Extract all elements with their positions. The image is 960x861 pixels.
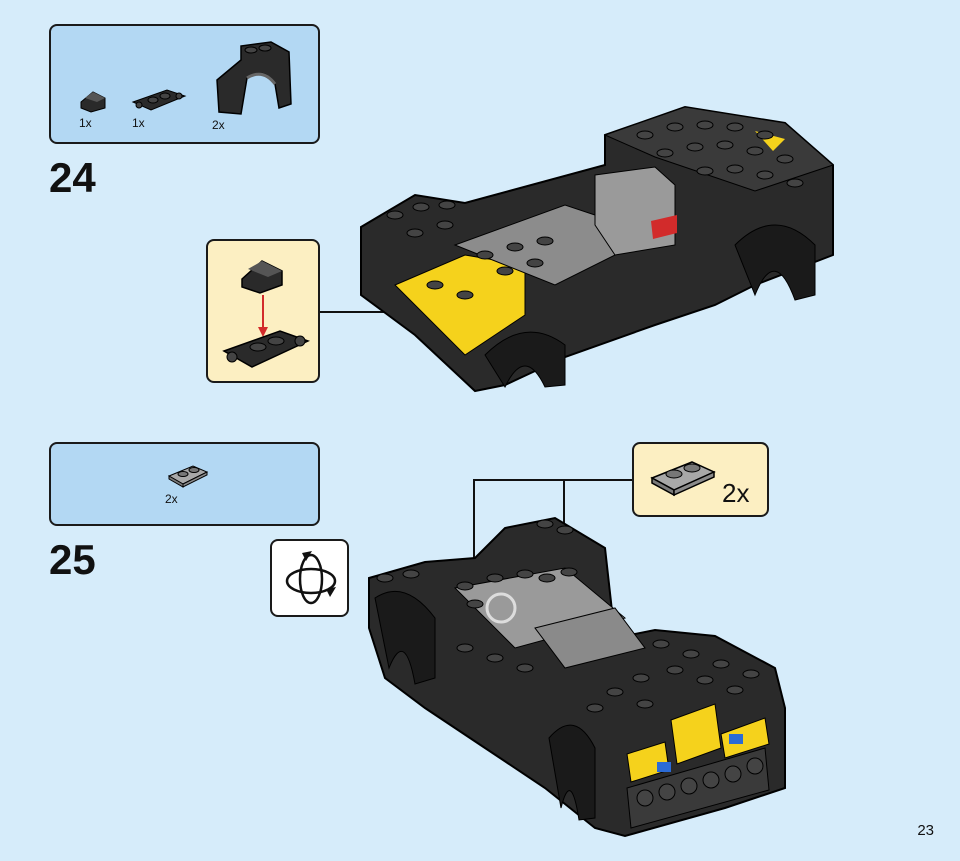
- part-qty: 1x: [132, 116, 145, 130]
- step24-subassembly-box: [206, 239, 320, 383]
- part-qty: 1x: [79, 116, 92, 130]
- step25-subassembly-box: 2x: [632, 442, 769, 517]
- slope-brick-icon: [241, 260, 283, 294]
- slope-brick-icon: [80, 91, 106, 113]
- plate-with-clips-icon: [131, 89, 187, 111]
- plate-1x2-icon: [650, 461, 716, 497]
- step24-parts-box: 1x 1x 2x: [49, 24, 320, 144]
- plate-with-clips-icon: [222, 330, 310, 368]
- rotate-model-icon: [285, 551, 337, 605]
- assembly-arrow-icon: [258, 295, 268, 337]
- car-chassis-model-step24: [360, 105, 834, 393]
- wheel-arch-icon: [216, 41, 292, 115]
- rotate-model-box: [270, 539, 349, 617]
- step-number: 25: [49, 536, 96, 583]
- part-qty: 2x: [165, 492, 178, 506]
- step25-parts-box: 2x: [49, 442, 320, 526]
- step-number: 24: [49, 154, 96, 201]
- subassembly-qty: 2x: [722, 478, 750, 508]
- page-number: 23: [917, 822, 934, 839]
- car-chassis-model-step25: [368, 516, 786, 838]
- plate-1x2-icon: [167, 465, 209, 488]
- part-qty: 2x: [212, 118, 225, 132]
